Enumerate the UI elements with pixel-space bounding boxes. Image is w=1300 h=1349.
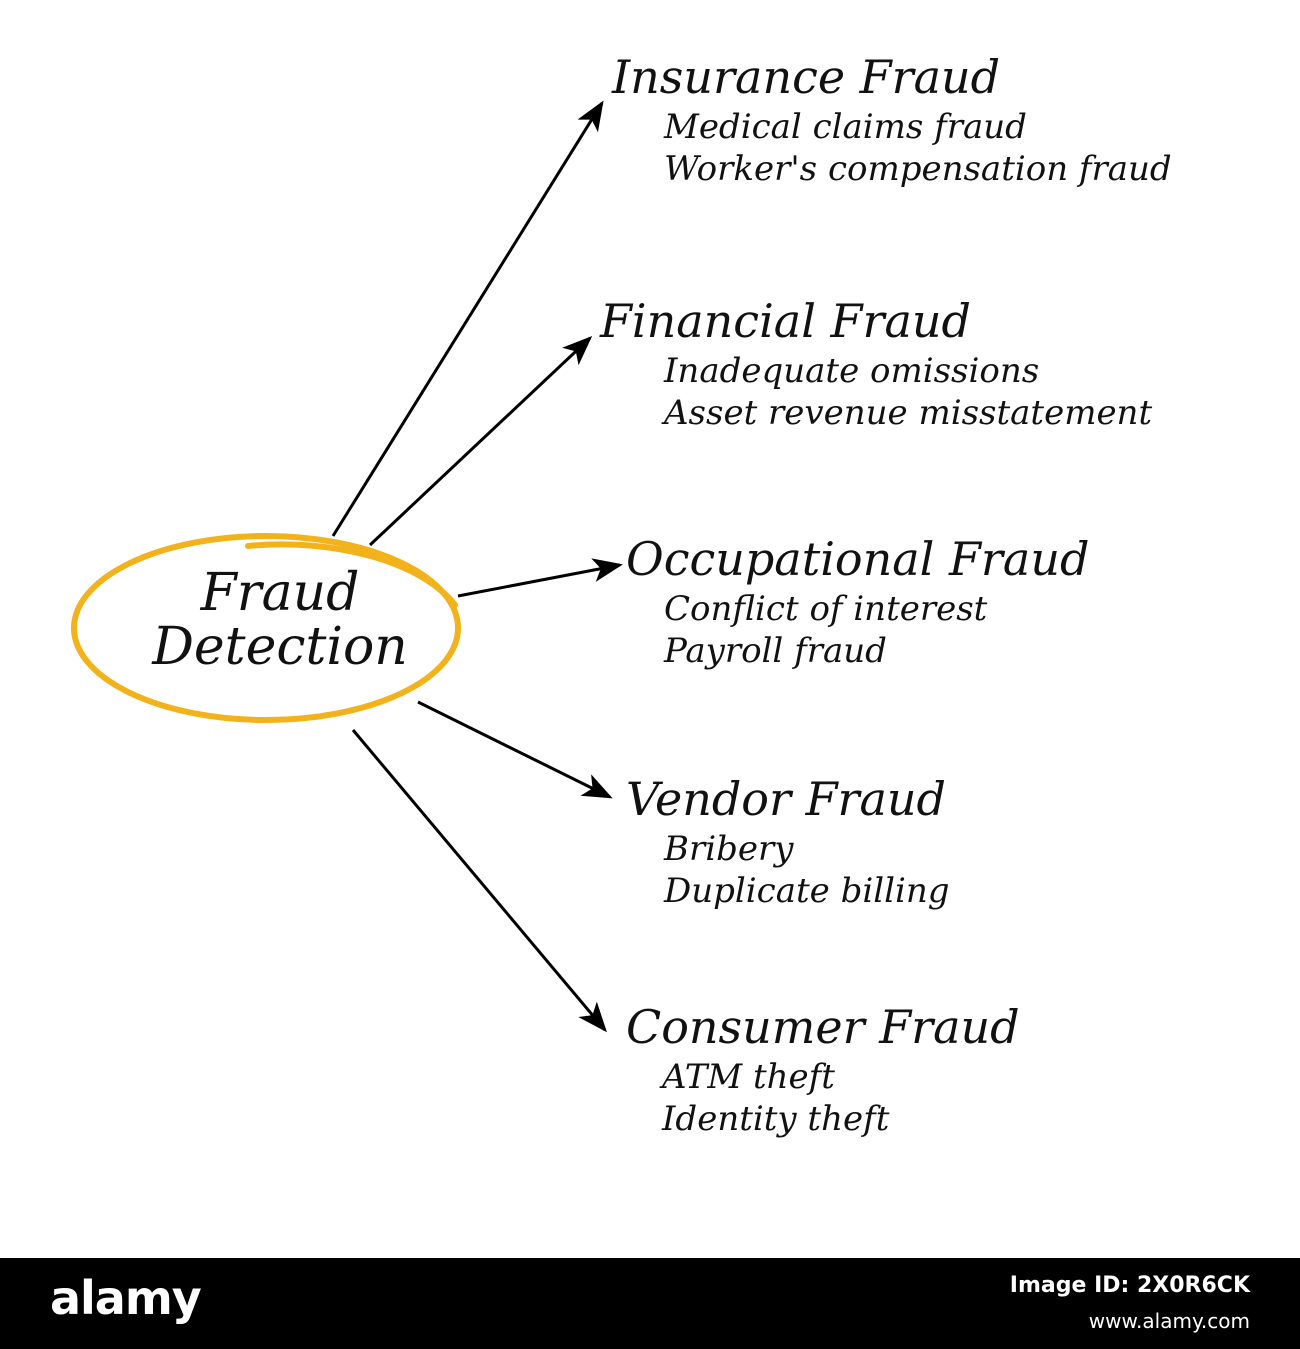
- center-label: Fraud Detection: [90, 566, 470, 674]
- arrow-to-occupational-fraud: [457, 558, 623, 598]
- branch-items: ATM theft Identity theft: [662, 1056, 1020, 1140]
- branch-item: Bribery: [664, 829, 794, 869]
- alamy-logo: alamy: [50, 1271, 202, 1325]
- site-url-label: www.alamy.com: [1088, 1309, 1250, 1333]
- branch-vendor-fraud: Vendor Fraud Bribery Duplicate billing: [626, 774, 950, 912]
- branch-consumer-fraud: Consumer Fraud ATM theft Identity theft: [626, 1002, 1020, 1140]
- branch-occupational-fraud: Occupational Fraud Conflict of interest …: [626, 534, 1089, 672]
- branch-financial-fraud: Financial Fraud Inadequate omissions Ass…: [600, 296, 1152, 434]
- arrow-to-insurance-fraud: [331, 100, 604, 537]
- branch-insurance-fraud: Insurance Fraud Medical claims fraud Wor…: [612, 52, 1172, 190]
- branch-item: Worker's compensation fraud: [664, 149, 1172, 189]
- branch-items: Medical claims fraud Worker's compensati…: [664, 106, 1172, 190]
- watermark-footer: alamy Image ID: 2X0R6CK www.alamy.com: [0, 1258, 1300, 1349]
- branch-item: Duplicate billing: [664, 871, 950, 911]
- branch-item: Asset revenue misstatement: [664, 393, 1153, 433]
- branch-item: Inadequate omissions: [664, 351, 1040, 391]
- branch-title: Vendor Fraud: [626, 772, 947, 826]
- center-ring-overstroke: [245, 541, 458, 608]
- branch-item: Identity theft: [662, 1099, 890, 1139]
- branch-title: Consumer Fraud: [626, 1000, 1020, 1054]
- image-id-label: Image ID: 2X0R6CK: [1009, 1273, 1250, 1298]
- center-label-line2: Detection: [152, 617, 408, 677]
- branch-title: Occupational Fraud: [626, 532, 1090, 586]
- center-ring: [71, 533, 461, 723]
- branch-item: Payroll fraud: [664, 631, 887, 671]
- branch-items: Conflict of interest Payroll fraud: [664, 588, 1089, 672]
- branch-item: Conflict of interest: [664, 589, 988, 629]
- center-label-line1: Fraud: [200, 563, 360, 623]
- arrow-to-financial-fraud: [368, 335, 593, 547]
- branch-item: Medical claims fraud: [664, 107, 1027, 147]
- branch-items: Bribery Duplicate billing: [664, 828, 950, 912]
- branch-items: Inadequate omissions Asset revenue misst…: [664, 350, 1152, 434]
- arrow-to-vendor-fraud: [417, 700, 613, 799]
- fraud-detection-diagram: Fraud Detection Insurance Fraud Medical …: [71, 52, 1172, 1140]
- branch-title: Insurance Fraud: [612, 50, 1001, 104]
- arrow-to-consumer-fraud: [351, 729, 607, 1033]
- branch-item: ATM theft: [662, 1057, 835, 1097]
- connector-layer: [71, 100, 623, 1033]
- branch-title: Financial Fraud: [600, 294, 971, 348]
